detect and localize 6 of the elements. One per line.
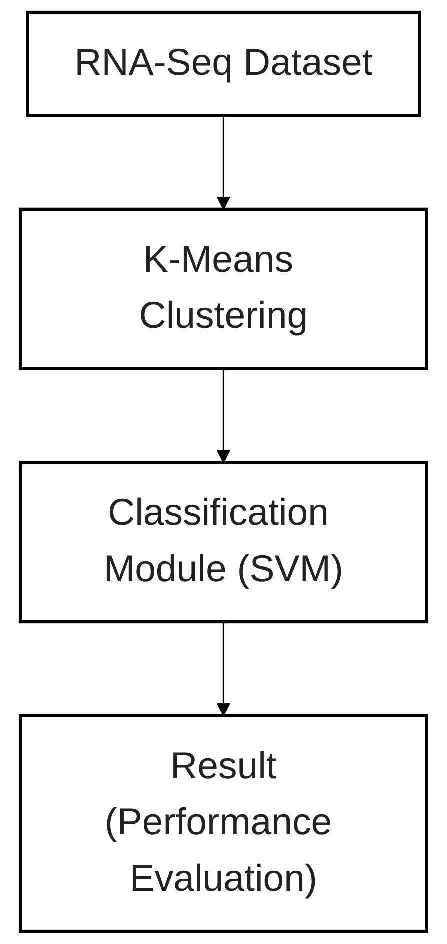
node-box: RNA-Seq Dataset	[26, 10, 421, 118]
node-box: Classification Module (SVM)	[18, 461, 428, 624]
arrow	[216, 622, 230, 716]
arrow	[216, 368, 230, 464]
node-box: Result (Performance Evaluation)	[18, 714, 428, 934]
node-box: K-Means Clustering	[18, 208, 428, 370]
